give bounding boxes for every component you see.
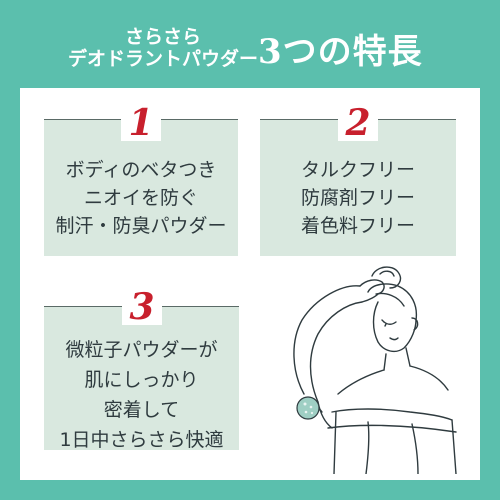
feature-1-line-1: ボディのベタつき [65,159,217,181]
feature-1-line-2: ニオイを防ぐ [83,187,198,209]
feature-3-number: 3 [122,289,162,325]
feature-3-line-1: 微粒子パウダーが [65,339,218,361]
feature-3-line-4: 1日中さらさら快適 [59,429,224,451]
feature-1-text: ボディのベタつき ニオイを防ぐ 制汗・防臭パウダー [44,156,238,240]
feature-2-line-3: 着色料フリー [300,215,415,237]
header-subtitle: さらさら デオドラントパウダー [68,26,258,70]
feature-1-line-3: 制汗・防臭パウダー [55,215,227,237]
woman-illustration [293,266,457,474]
feature-2-line-1: タルクフリー [300,159,415,181]
header-subtitle-line-1: さらさら [125,26,202,48]
powder-puff-icon [296,396,320,420]
feature-1-number: 1 [121,105,161,141]
header-subtitle-line-2: デオドラントパウダー [68,48,259,70]
feature-box-3: 微粒子パウダーが 肌にしっかり 密着して 1日中さらさら快適 [44,306,239,451]
feature-2-number: 2 [338,105,378,141]
feature-box-2: タルクフリー 防腐剤フリー 着色料フリー [260,119,456,256]
feature-2-line-2: 防腐剤フリー [300,187,415,209]
header-title: 3つの特長 [258,32,423,72]
feature-3-line-2: 肌にしっかり [84,369,199,391]
feature-3-text: 微粒子パウダーが 肌にしっかり 密着して 1日中さらさら快適 [44,335,239,455]
header: さらさら デオドラントパウダー 3つの特長 [0,0,500,88]
feature-2-text: タルクフリー 防腐剤フリー 着色料フリー [260,156,456,240]
feature-3-line-3: 密着して [103,399,180,421]
feature-box-1: ボディのベタつき ニオイを防ぐ 制汗・防臭パウダー [44,119,238,256]
